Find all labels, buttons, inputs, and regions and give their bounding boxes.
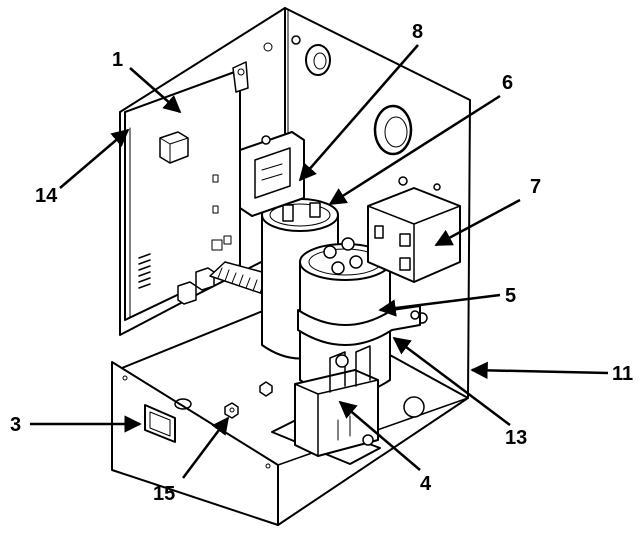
callout-5: 5 — [505, 285, 516, 307]
terminal-block — [239, 131, 305, 217]
circuit-board — [124, 42, 273, 321]
leader-8 — [298, 44, 419, 182]
callout-14: 14 — [35, 185, 58, 207]
callout-3: 3 — [10, 414, 21, 436]
leader-14 — [59, 128, 130, 189]
callout-4: 4 — [420, 473, 432, 495]
leader-11 — [470, 361, 609, 380]
grounding-nut — [224, 354, 425, 419]
callout-11: 11 — [612, 363, 633, 385]
relay — [367, 176, 461, 283]
callout-1: 1 — [112, 49, 123, 71]
leader-7 — [434, 198, 521, 247]
board-connector — [138, 253, 151, 289]
leader-6 — [328, 94, 501, 206]
leader-4 — [338, 400, 421, 471]
callout-6: 6 — [502, 72, 513, 94]
callout-8: 8 — [412, 21, 423, 43]
leader-5 — [378, 293, 501, 317]
side-panel-knockouts — [291, 35, 428, 324]
callout-labels: 1 3 4 5 6 7 8 11 13 14 15 — [10, 21, 633, 505]
callout-15: 15 — [153, 483, 175, 505]
leader-13 — [392, 336, 511, 426]
leader-1 — [129, 67, 182, 114]
contactor-bracket — [271, 345, 381, 465]
callout-7: 7 — [530, 176, 541, 198]
leader-lines — [30, 44, 609, 479]
callout-13: 13 — [505, 427, 527, 449]
leader-15 — [182, 416, 230, 479]
rocker-switch — [122, 375, 271, 469]
